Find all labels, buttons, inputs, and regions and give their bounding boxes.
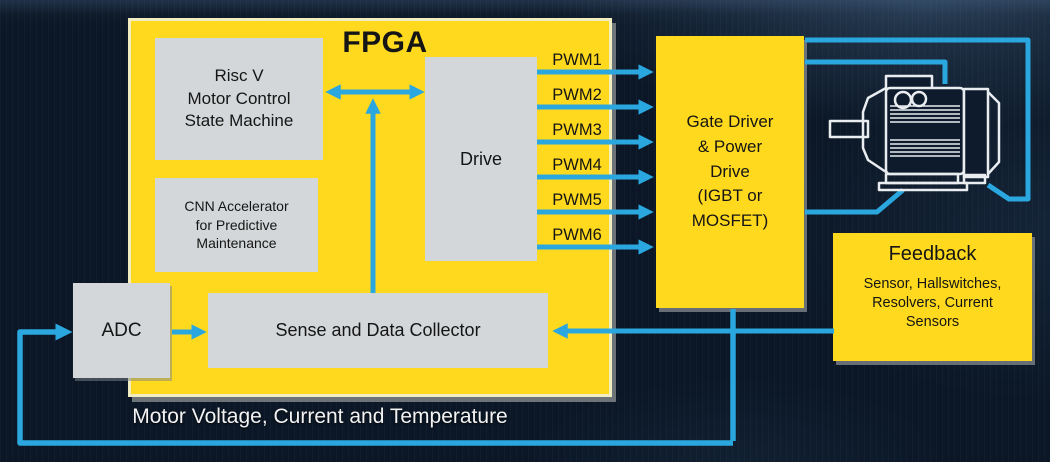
cnn-accelerator-block: CNN Accelerator for Predictive Maintenan… bbox=[155, 178, 318, 272]
pwm5-label: PWM5 bbox=[552, 190, 602, 209]
riscv-motor-control-block: Risc V Motor Control State Machine bbox=[155, 38, 323, 160]
drive-block: Drive bbox=[425, 57, 537, 261]
feedback-title: Feedback bbox=[888, 243, 977, 265]
pwm6-label: PWM6 bbox=[552, 225, 602, 244]
sense-data-collector-block: Sense and Data Collector bbox=[208, 293, 548, 368]
gate-driver-block: Gate Driver & Power Drive (IGBT or MOSFE… bbox=[656, 36, 804, 308]
motor-icon bbox=[828, 74, 1001, 192]
feedback-block: Feedback Sensor, Hallswitches, Resolvers… bbox=[833, 233, 1032, 361]
pwm4-label: PWM4 bbox=[552, 155, 602, 174]
motor-feedback-caption: Motor Voltage, Current and Temperature bbox=[132, 405, 508, 428]
pwm1-label: PWM1 bbox=[552, 50, 602, 69]
pwm2-label: PWM2 bbox=[552, 85, 602, 104]
motor-fins bbox=[890, 105, 960, 157]
pwm3-label: PWM3 bbox=[552, 120, 602, 139]
motor-phase-lines bbox=[805, 37, 1031, 215]
adc-block: ADC bbox=[73, 283, 170, 378]
feedback-body: Sensor, Hallswitches, Resolvers, Current… bbox=[863, 276, 1002, 331]
fpga-title: FPGA bbox=[342, 26, 428, 59]
